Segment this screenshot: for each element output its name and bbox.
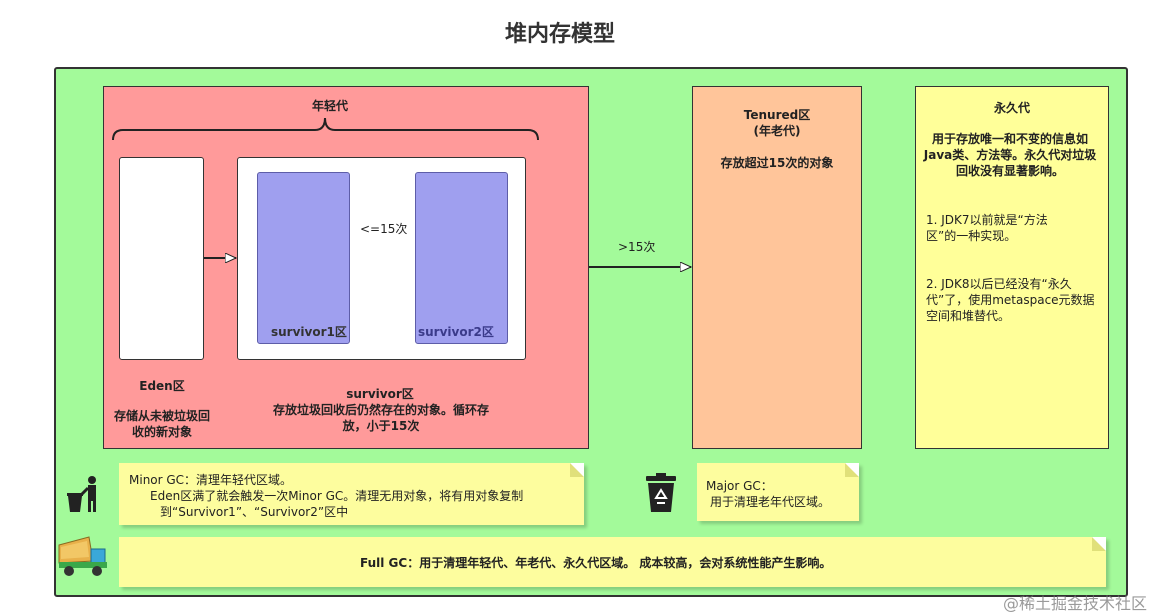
major-gc-line2: 用于清理老年代区域。 (710, 495, 831, 509)
minor-gc-line1: Minor GC：清理年轻代区域。 (129, 473, 293, 487)
tenured-title: Tenured区 (743, 108, 811, 122)
permanent-note-1: 1. JDK7以前就是“方法区”的一种实现。 (926, 213, 1048, 243)
eden-box (119, 157, 204, 360)
eden-title: Eden区 (139, 379, 185, 393)
page-title: 堆内存模型 (504, 22, 615, 47)
major-gc-note (697, 463, 859, 521)
full-gc-note (119, 537, 1106, 587)
tenured-subtitle: (年老代) (753, 124, 801, 138)
survivor2-label: survivor2区 (418, 325, 494, 339)
swap-count-label: <=15次 (360, 222, 408, 236)
person-trash-icon (62, 472, 106, 514)
full-gc-text: Full GC：用于清理年轻代、年老代、永久代区域。 成本较高，会对系统性能产生… (360, 556, 832, 570)
minor-gc-line2: Eden区满了就会触发一次Minor GC。清理无用对象，将有用对象复制 (150, 489, 524, 503)
survivor1-label: survivor1区 (271, 325, 347, 339)
eden-description: 存储从未被垃圾回收的新对象 (113, 409, 210, 439)
survivor1-box (257, 172, 350, 344)
survivor2-box (415, 172, 508, 344)
watermark: @稀土掘金技术社区 (1003, 594, 1148, 613)
minor-gc-line3: 到“Survivor1”、“Survivor2”区中 (160, 505, 349, 519)
minor-gc-note (119, 463, 584, 525)
young-brace (112, 117, 539, 141)
recycle-bin-icon (640, 472, 682, 514)
young-generation-label: 年轻代 (311, 99, 348, 113)
tenured-box (692, 86, 862, 449)
garbage-truck-icon (55, 531, 111, 581)
survivor-title: survivor区 (346, 387, 414, 401)
promote-label: >15次 (618, 240, 656, 254)
permanent-description: 用于存放唯一和不变的信息如Java类、方法等。永久代对垃圾回收没有显著影响。 (923, 132, 1097, 178)
permanent-title: 永久代 (993, 101, 1030, 115)
permanent-box (915, 86, 1109, 449)
tenured-description: 存放超过15次的对象 (720, 156, 834, 170)
survivor-description: 存放垃圾回收后仍然存在的对象。循环存放，小于15次 (272, 403, 489, 433)
major-gc-line1: Major GC： (706, 479, 773, 493)
permanent-note-2: 2. JDK8以后已经没有“永久代”了，使用metaspace元数据空间和堆替代… (926, 277, 1095, 323)
